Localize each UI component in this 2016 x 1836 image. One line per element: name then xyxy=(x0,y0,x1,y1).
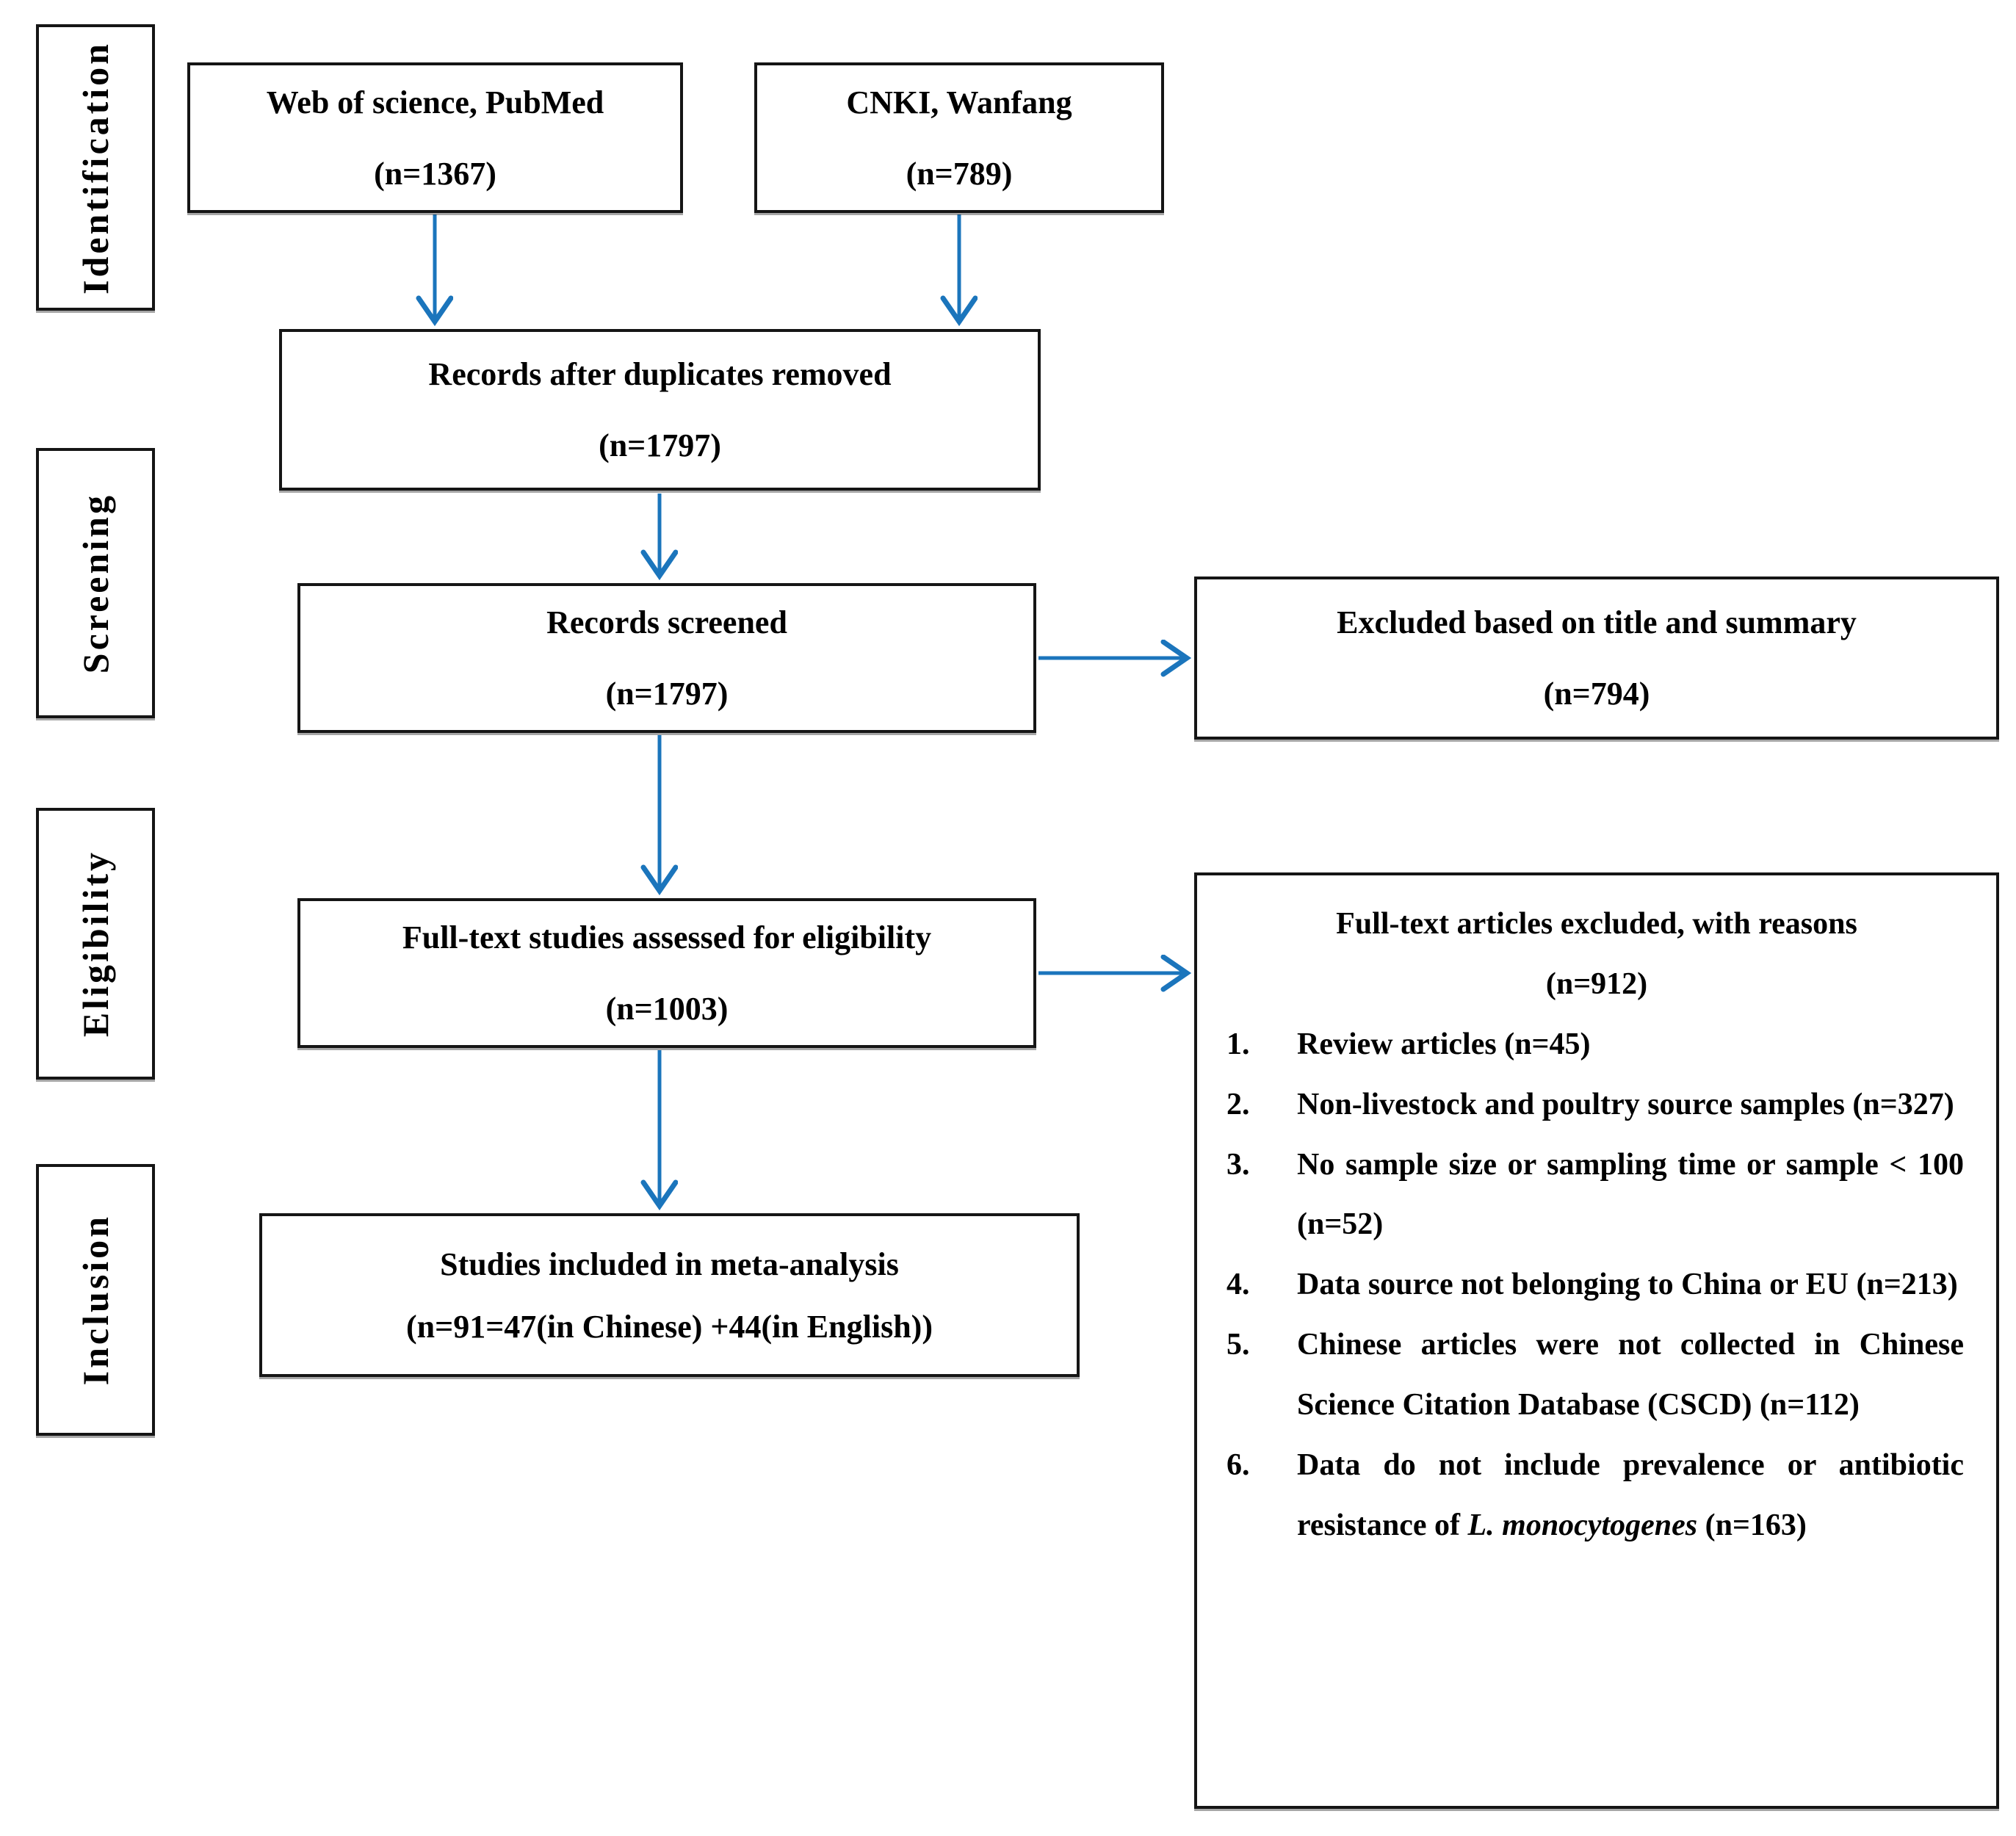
reason-number: 1. xyxy=(1226,1027,1250,1061)
box-fulltext-excluded-reasons: Full-text articles excluded, with reason… xyxy=(1194,872,1999,1809)
box-duplicates-removed: Records after duplicates removed (n=1797… xyxy=(279,329,1041,491)
reason-item: 1. Review articles (n=45) xyxy=(1226,1015,1967,1075)
box-included-meta-analysis-count: (n=91=47(in Chinese) +44(in English)) xyxy=(406,1308,933,1345)
box-records-screened: Records screened (n=1797) xyxy=(297,583,1036,733)
box-fulltext-assessed: Full-text studies assessed for eligibili… xyxy=(297,898,1036,1048)
stage-identification-label: Identification xyxy=(75,40,116,294)
stage-inclusion: Inclusion xyxy=(36,1164,155,1436)
box-records-screened-title: Records screened xyxy=(546,604,787,640)
stage-eligibility: Eligibility xyxy=(36,808,155,1080)
box-excluded-title-summary-count: (n=794) xyxy=(1543,676,1650,712)
box-duplicates-removed-title: Records after duplicates removed xyxy=(428,356,892,392)
reason-number: 4. xyxy=(1226,1268,1250,1302)
box-included-meta-analysis-title: Studies included in meta-analysis xyxy=(440,1246,899,1282)
reason-text: Data do not include prevalence or antibi… xyxy=(1297,1448,1964,1542)
box-web-of-science-pubmed: Web of science, PubMed (n=1367) xyxy=(187,62,683,213)
reason-text: Review articles (n=45) xyxy=(1297,1027,1591,1061)
box-cnki-wanfang-count: (n=789) xyxy=(906,155,1013,192)
reason-text: Data source not belonging to China or EU… xyxy=(1297,1268,1958,1302)
box-web-of-science-pubmed-title: Web of science, PubMed xyxy=(266,84,604,120)
box-excluded-title-summary: Excluded based on title and summary (n=7… xyxy=(1194,577,1999,740)
reason-number: 5. xyxy=(1226,1328,1250,1362)
reason-item: 3. No sample size or sampling time or sam… xyxy=(1226,1135,1967,1256)
reason-text: No sample size or sampling time or sampl… xyxy=(1297,1147,1964,1242)
box-fulltext-assessed-count: (n=1003) xyxy=(605,991,729,1027)
reason-item: 4. Data source not belonging to China or … xyxy=(1226,1255,1967,1315)
stage-screening: Screening xyxy=(36,448,155,718)
box-web-of-science-pubmed-count: (n=1367) xyxy=(374,155,496,192)
reason-number: 6. xyxy=(1226,1448,1250,1483)
reason-item: 2. Non-livestock and poultry source sampl… xyxy=(1226,1075,1967,1135)
box-cnki-wanfang: CNKI, Wanfang (n=789) xyxy=(754,62,1164,213)
reason-item: 5. Chinese articles were not collected in… xyxy=(1226,1315,1967,1436)
stage-inclusion-label: Inclusion xyxy=(75,1214,116,1386)
box-included-meta-analysis: Studies included in meta-analysis (n=91=… xyxy=(259,1213,1080,1377)
box-cnki-wanfang-title: CNKI, Wanfang xyxy=(846,84,1072,120)
reason-number: 2. xyxy=(1226,1087,1250,1121)
reason-number: 3. xyxy=(1226,1147,1250,1182)
stage-screening-label: Screening xyxy=(75,492,116,674)
box-fulltext-assessed-title: Full-text studies assessed for eligibili… xyxy=(402,919,932,955)
box-records-screened-count: (n=1797) xyxy=(605,676,729,712)
stage-eligibility-label: Eligibility xyxy=(75,850,116,1038)
box-fulltext-excluded-reasons-count: (n=912) xyxy=(1545,966,1648,1001)
reason-text: Chinese articles were not collected in C… xyxy=(1297,1328,1964,1423)
stage-identification: Identification xyxy=(36,24,155,311)
reason-item: 6. Data do not include prevalence or anti… xyxy=(1226,1436,1967,1556)
box-excluded-title-summary-title: Excluded based on title and summary xyxy=(1337,604,1857,640)
reasons-list: 1. Review articles (n=45) 2. Non-livestock … xyxy=(1226,1015,1967,1556)
reason-text: Non-livestock and poultry source samples… xyxy=(1297,1087,1954,1121)
box-fulltext-excluded-reasons-title: Full-text articles excluded, with reason… xyxy=(1336,907,1857,941)
box-duplicates-removed-count: (n=1797) xyxy=(599,427,721,463)
